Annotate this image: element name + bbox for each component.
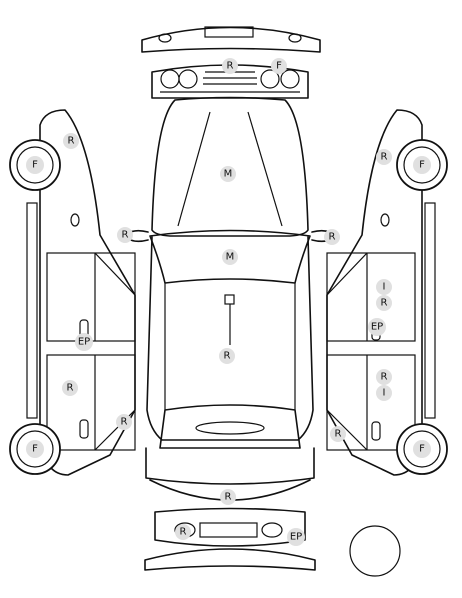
front-bumper [141,26,321,53]
damage-marker[interactable]: EP [75,333,93,351]
svg-text:R: R [335,429,342,440]
damage-marker[interactable]: R [376,295,392,311]
wheel-code: F [419,160,425,171]
damage-markers: R F M M R R R R R EP R R R I R EP R I R … [62,58,392,546]
damage-marker[interactable]: M [220,166,236,182]
svg-text:F: F [276,61,282,72]
svg-text:EP: EP [290,532,302,543]
svg-text:R: R [224,351,231,362]
car-body-top-view [124,96,336,449]
damage-marker[interactable]: I [376,279,392,295]
left-rear-wheel: F [9,423,61,475]
svg-text:R: R [381,152,388,163]
damage-marker[interactable]: EP [368,318,386,336]
rear-end [144,447,316,571]
damage-marker[interactable]: R [63,133,79,149]
svg-text:R: R [68,136,75,147]
right-front-wheel: F [396,139,448,191]
wheel-code: F [32,160,38,171]
damage-marker[interactable]: F [271,58,287,74]
svg-text:R: R [225,492,232,503]
damage-marker[interactable]: R [376,369,392,385]
svg-text:R: R [227,61,234,72]
svg-text:R: R [381,298,388,309]
damage-marker[interactable]: R [117,227,133,243]
damage-marker[interactable]: R [116,414,132,430]
svg-text:R: R [180,527,187,538]
svg-text:M: M [226,252,235,263]
wheel-code: F [32,444,38,455]
svg-text:M: M [224,169,233,180]
right-rear-wheel: F [396,423,448,475]
svg-text:I: I [383,388,386,399]
svg-text:R: R [67,383,74,394]
damage-marker[interactable]: R [376,149,392,165]
damage-marker[interactable]: EP [287,528,305,546]
damage-marker[interactable]: I [376,385,392,401]
svg-text:EP: EP [78,337,90,348]
damage-marker[interactable]: R [219,348,235,364]
damage-marker[interactable]: R [220,489,236,505]
damage-marker[interactable]: R [324,229,340,245]
damage-marker[interactable]: M [222,249,238,265]
svg-text:EP: EP [371,322,383,333]
damage-marker[interactable]: R [330,426,346,442]
spare-tire-circle [349,525,401,577]
damage-marker[interactable]: R [222,58,238,74]
svg-text:R: R [329,232,336,243]
svg-text:R: R [381,372,388,383]
damage-marker[interactable]: R [62,380,78,396]
wheel-code: F [419,444,425,455]
left-front-wheel: F [9,139,61,191]
svg-text:R: R [121,417,128,428]
svg-text:R: R [122,230,129,241]
damage-marker[interactable]: R [175,524,191,540]
svg-text:I: I [383,282,386,293]
